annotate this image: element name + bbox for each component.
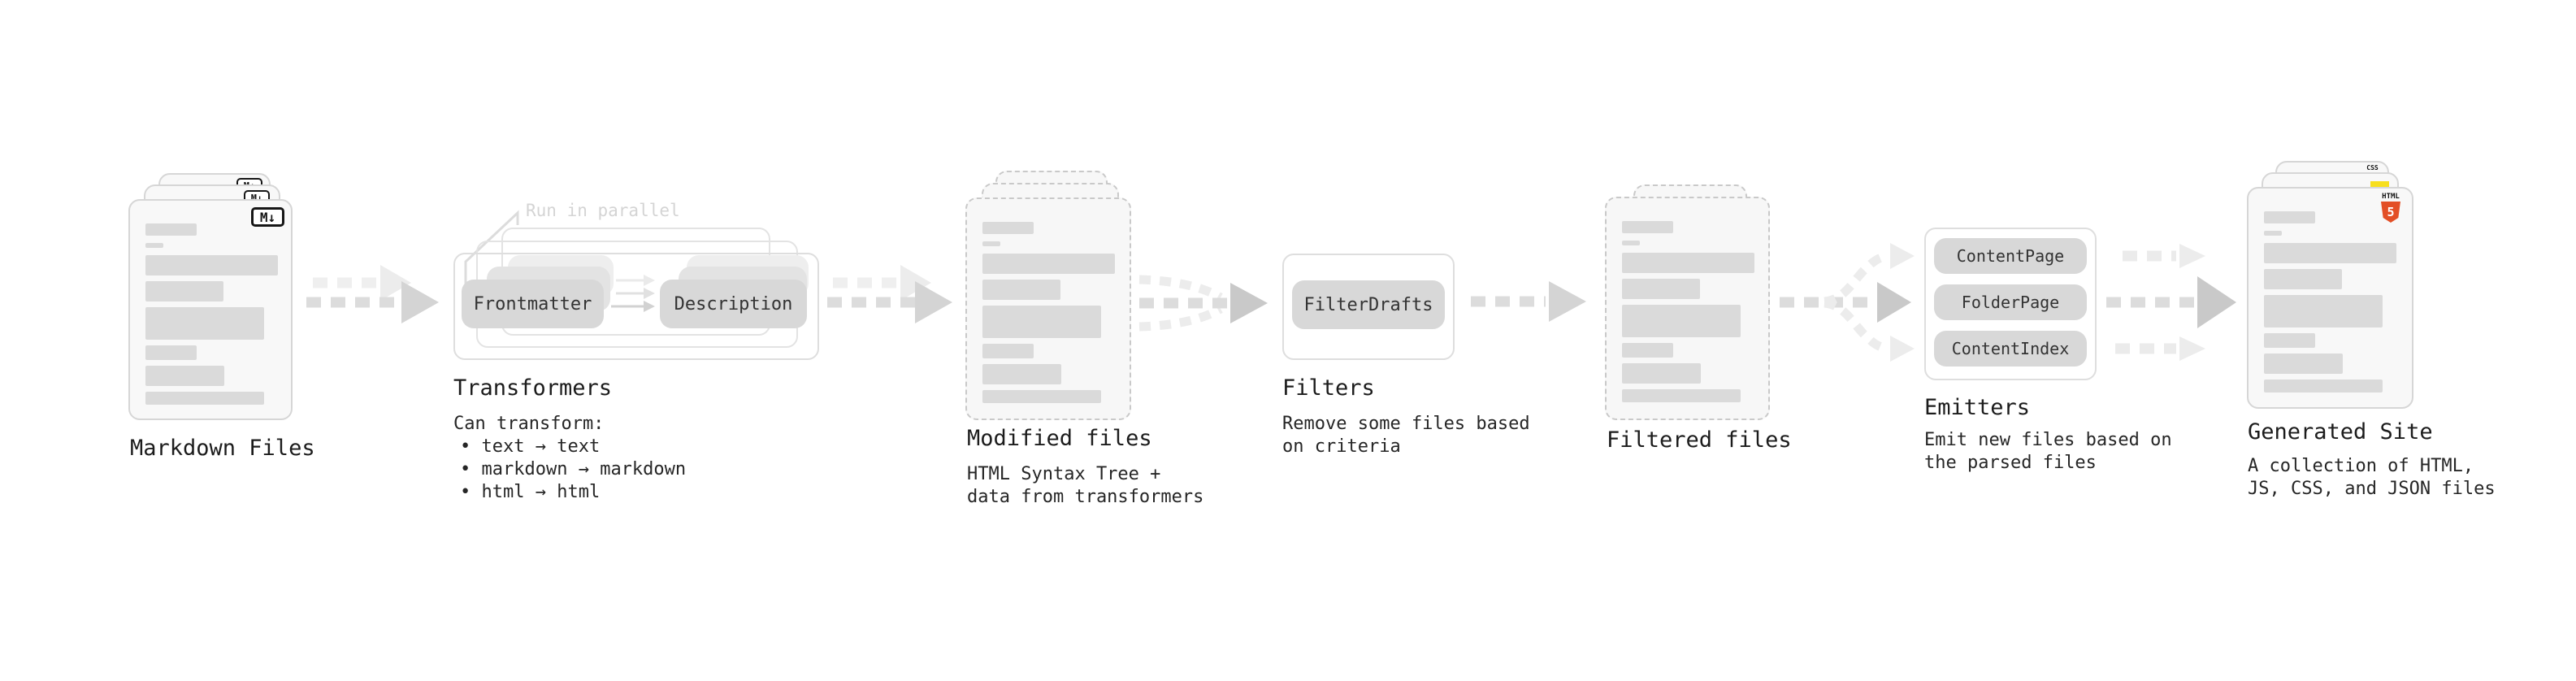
placeholder-line <box>145 366 224 386</box>
placeholder-line <box>145 281 223 301</box>
placeholder-line <box>982 280 1060 300</box>
placeholder-line <box>1622 389 1741 402</box>
filterdrafts-chip: FilterDrafts <box>1292 280 1445 329</box>
html5-icon: HTML 5 <box>2380 193 2401 223</box>
placeholder-line <box>145 345 197 360</box>
transformers-description: Can transform: text → text markdown → ma… <box>453 413 686 504</box>
modified-files-title: Modified files <box>967 426 1152 451</box>
placeholder-line <box>982 241 1000 246</box>
placeholder-line <box>2264 380 2383 393</box>
generated-site-title: Generated Site <box>2248 419 2433 445</box>
frontmatter-transformer-chip: Frontmatter <box>462 280 604 328</box>
placeholder-line <box>2264 243 2396 263</box>
placeholder-line <box>2264 333 2315 348</box>
transformer-frame-front <box>453 253 819 360</box>
arrow-filters-to-filtered <box>1471 281 1586 322</box>
description-line: on criteria <box>1282 436 1401 457</box>
placeholder-line <box>1622 221 1673 233</box>
transformers-title: Transformers <box>453 375 613 401</box>
filtered-files-title: Filtered files <box>1607 427 1792 453</box>
placeholder-line <box>2264 211 2315 223</box>
contentindex-emitter-chip: ContentIndex <box>1934 331 2087 367</box>
description-line: Remove some files based <box>1282 414 1530 434</box>
emitters-description: Emit new files based on the parsed files <box>1924 429 2172 475</box>
description-line: the parsed files <box>1924 453 2097 473</box>
emitters-title: Emitters <box>1924 395 2031 420</box>
placeholder-line <box>1622 253 1754 273</box>
generated-site-description: A collection of HTML, JS, CSS, and JSON … <box>2248 455 2496 501</box>
placeholder-line <box>145 223 197 236</box>
arrow-transformers-to-modified <box>827 265 952 323</box>
transform-types-list: text → text markdown → markdown html → h… <box>453 436 687 504</box>
placeholder-line <box>1622 363 1701 384</box>
placeholder-line <box>1622 305 1741 337</box>
contentpage-emitter-chip: ContentPage <box>1934 238 2087 274</box>
html5-icon-label: HTML <box>2382 193 2400 201</box>
placeholder-line <box>145 307 264 340</box>
can-transform-label: Can transform: <box>453 414 605 434</box>
placeholder-line <box>1622 343 1673 358</box>
placeholder-line <box>2264 354 2343 374</box>
arrow-emitters-to-generated <box>2106 244 2236 361</box>
run-in-parallel-note: Run in parallel <box>526 201 680 220</box>
placeholder-line <box>982 344 1034 358</box>
placeholder-line <box>145 255 278 275</box>
description-line: Emit new files based on <box>1924 430 2172 450</box>
placeholder-line <box>1622 241 1640 245</box>
filters-title: Filters <box>1282 375 1375 401</box>
transform-type-item: markdown → markdown <box>453 458 687 481</box>
placeholder-line <box>982 254 1115 274</box>
filtered-file-card <box>1605 197 1770 420</box>
js-icon <box>2370 181 2389 190</box>
folderpage-emitter-chip: FolderPage <box>1934 284 2087 320</box>
placeholder-line <box>1622 279 1700 299</box>
markdown-icon: M↓ <box>251 207 284 227</box>
markdown-files-title: Markdown Files <box>130 436 315 461</box>
description-line: JS, CSS, and JSON files <box>2248 479 2496 499</box>
placeholder-line <box>982 306 1101 338</box>
placeholder-line <box>145 243 163 248</box>
description-transformer-chip: Description <box>660 280 807 328</box>
description-line: data from transformers <box>967 487 1204 507</box>
modified-files-description: HTML Syntax Tree + data from transformer… <box>967 463 1203 509</box>
modified-file-card <box>965 197 1131 420</box>
arrow-modified-to-filters <box>1138 275 1268 332</box>
placeholder-line <box>982 222 1034 234</box>
placeholder-line <box>145 392 264 405</box>
placeholder-line <box>2264 231 2282 236</box>
transform-type-item: html → html <box>453 481 686 504</box>
markdown-file-card: M↓ <box>128 199 293 420</box>
html5-icon-shield: 5 <box>2381 202 2400 223</box>
css-icon-label: CSS <box>2366 164 2379 171</box>
transform-type-item: text → text <box>453 436 686 458</box>
arrow-markdown-to-transformers <box>306 265 439 323</box>
placeholder-line <box>2264 295 2383 327</box>
placeholder-line <box>2264 269 2342 289</box>
placeholder-line <box>982 390 1101 403</box>
filters-description: Remove some files based on criteria <box>1282 413 1530 458</box>
description-line: A collection of HTML, <box>2248 456 2474 476</box>
description-line: HTML Syntax Tree + <box>967 464 1161 484</box>
generated-html-file-card: HTML 5 <box>2247 187 2413 409</box>
placeholder-line <box>982 364 1061 384</box>
arrow-filtered-to-emitters <box>1780 243 1915 362</box>
